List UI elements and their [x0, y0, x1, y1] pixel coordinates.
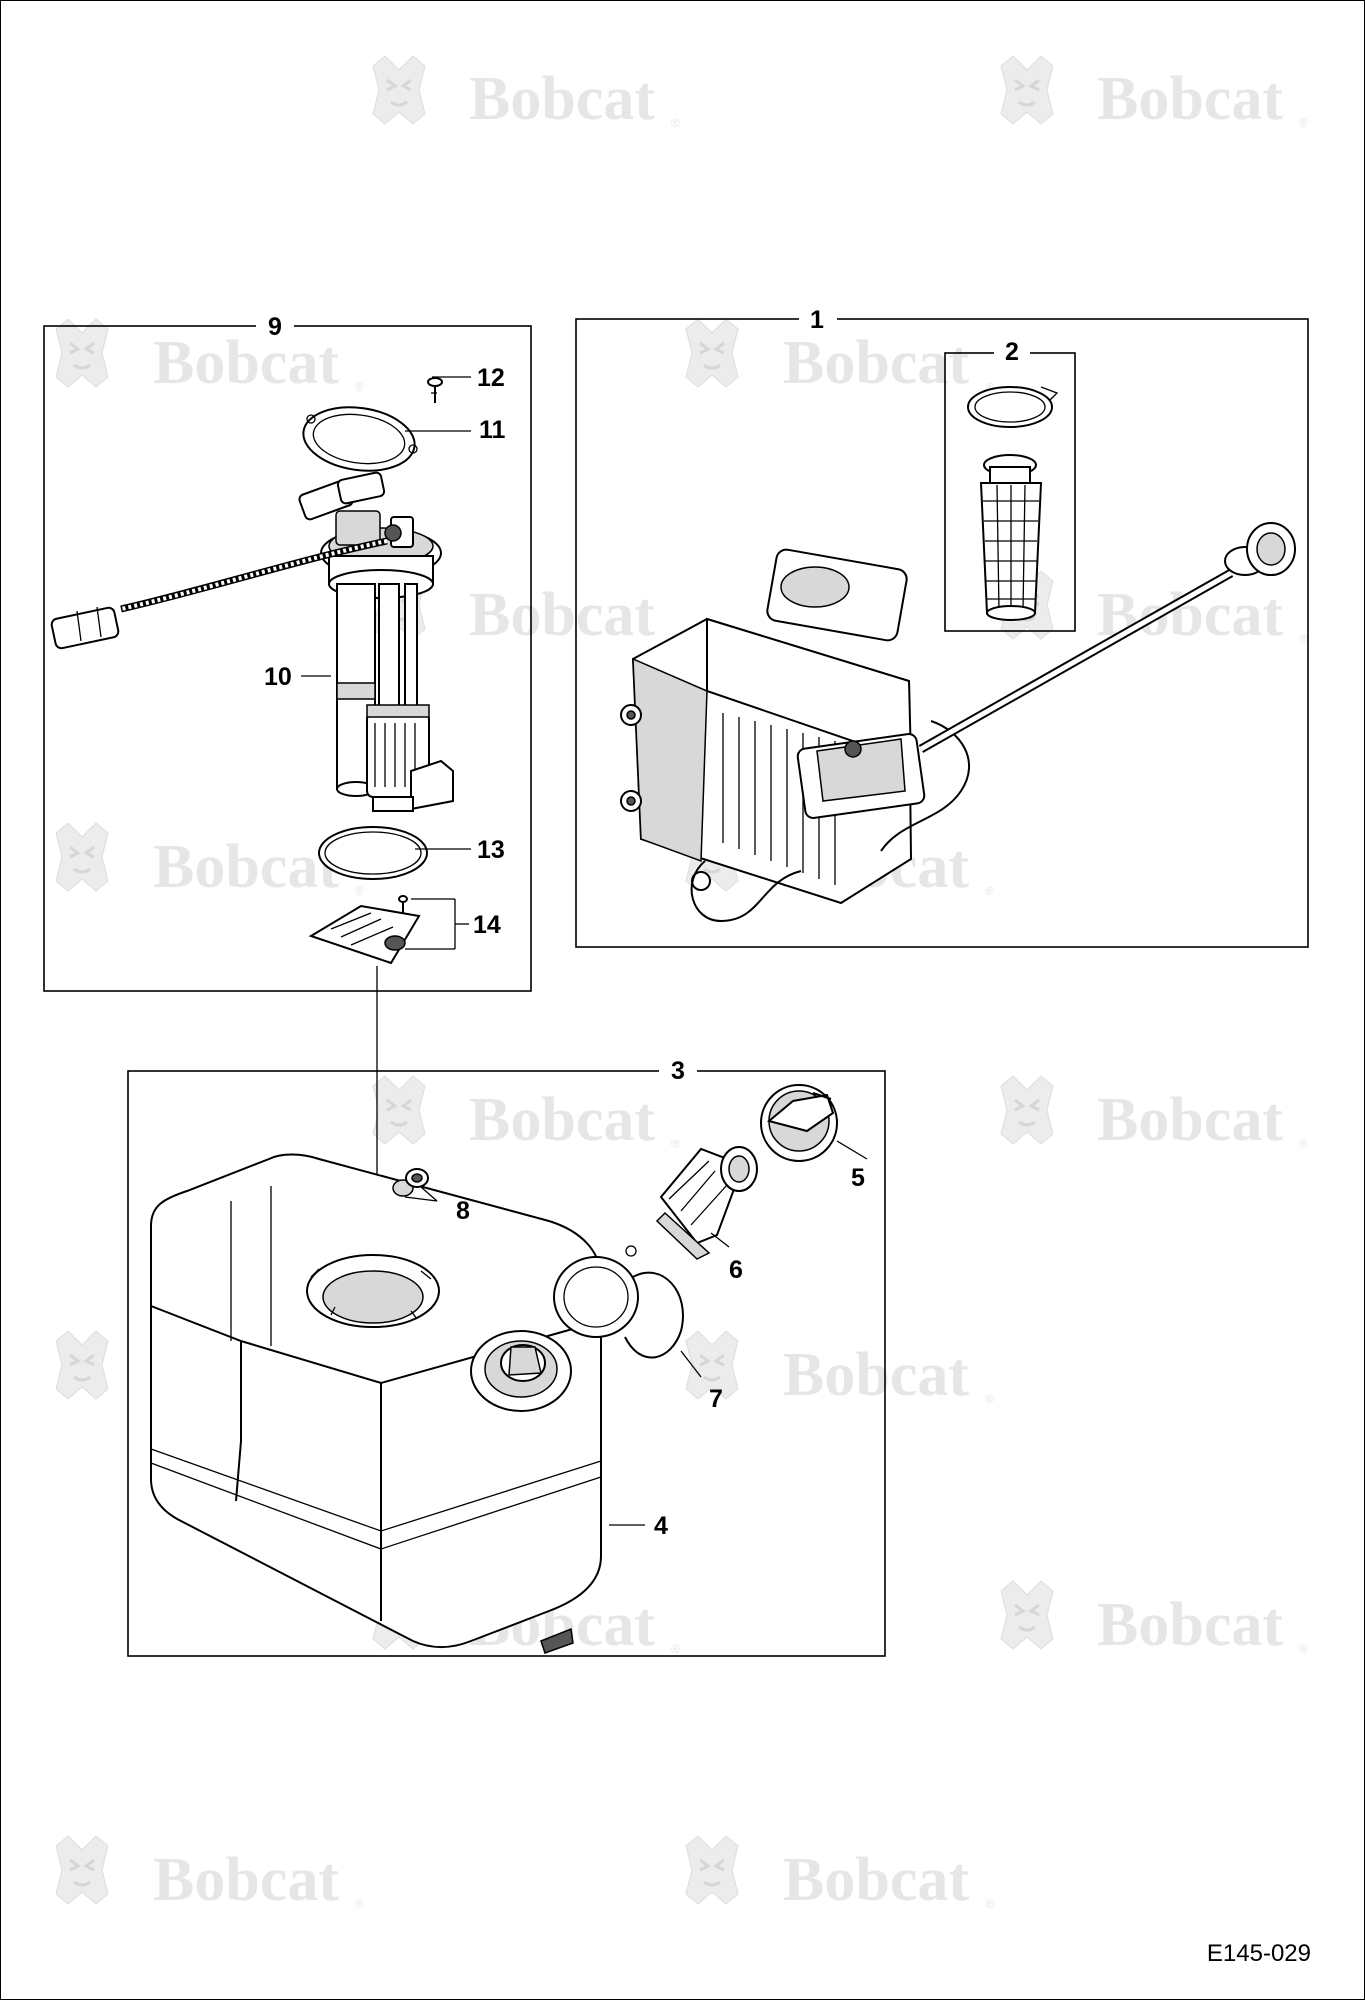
watermark-text: Bobcat: [783, 1341, 969, 1409]
watermark-mark: ®: [671, 1642, 680, 1656]
suction-fitting: [1224, 522, 1296, 576]
watermark-mark: ®: [985, 1897, 994, 1911]
tank-4: [150, 1153, 602, 1654]
plug-8: [392, 1168, 429, 1197]
callout-2: 2: [1005, 338, 1019, 366]
callout-10: 10: [264, 663, 292, 691]
watermark-logo-icon: [371, 54, 427, 126]
leader-lines: [301, 376, 868, 1526]
watermark-text: Bobcat: [783, 1846, 969, 1914]
watermark-mark: ®: [355, 884, 364, 898]
callout-14: 14: [473, 911, 501, 939]
watermark-mark: ®: [1299, 1137, 1308, 1151]
watermark-text: Bobcat: [469, 581, 655, 649]
label-gap: [659, 1058, 697, 1084]
callout-6: 6: [729, 1256, 743, 1284]
watermark-mark: ®: [1299, 116, 1308, 130]
watermark-layer: Bobcat ® Bobcat ® Bobcat ® Bobcat ® Bobc…: [54, 54, 1308, 1914]
callout-12: 12: [477, 364, 505, 392]
watermark-mark: ®: [671, 1137, 680, 1151]
callout-11: 11: [479, 416, 506, 444]
pump-assembly-9: [50, 377, 454, 965]
watermark-mark: ®: [1299, 1642, 1308, 1656]
callout-1: 1: [810, 306, 824, 334]
tank-assembly-3: [150, 1084, 838, 1654]
callout-7: 7: [709, 1385, 723, 1413]
watermark-mark: ®: [355, 380, 364, 394]
watermark-mark: ®: [1299, 632, 1308, 646]
watermark-logo-icon: [999, 1074, 1055, 1146]
filter-mesh: [983, 484, 1039, 612]
watermark-text: Bobcat: [1097, 65, 1283, 133]
watermark-logo-icon: [684, 1834, 740, 1906]
watermark-text: Bobcat: [153, 1846, 339, 1914]
callout-9: 9: [268, 313, 282, 341]
watermark-mark: ®: [671, 116, 680, 130]
watermark-logo-icon: [999, 1579, 1055, 1651]
harness-connector: [50, 606, 120, 650]
callout-8: 8: [456, 1197, 470, 1225]
callout-5: 5: [851, 1164, 865, 1192]
watermark-mark: ®: [985, 884, 994, 898]
watermark-logo-icon: [371, 1074, 427, 1146]
o-ring-13: [318, 826, 428, 880]
callout-4: 4: [654, 1512, 668, 1540]
watermark-logo-icon: [684, 317, 740, 389]
group-box-1: [575, 318, 1309, 948]
watermark-mark: ®: [985, 1392, 994, 1406]
watermark-logo-icon: [54, 821, 110, 893]
watermark-text: Bobcat: [469, 65, 655, 133]
label-gap: [799, 306, 837, 332]
watermark-logo-icon: [54, 1834, 110, 1906]
watermark-text: Bobcat: [469, 1086, 655, 1154]
neck-gasket-7: [553, 1245, 684, 1359]
callout-labels: 1 2 3 4 5 6 7 8 9 10 11 12 13 14: [264, 306, 1019, 1540]
watermark-text: Bobcat: [153, 329, 339, 397]
watermark-text: Bobcat: [783, 329, 969, 397]
label-gap: [994, 340, 1030, 366]
label-gap: [256, 313, 294, 339]
filter-element-2: [967, 386, 1059, 621]
group-box-3: [127, 1070, 886, 1657]
filler-strainer-6: [655, 1146, 758, 1260]
watermark-text: Bobcat: [153, 833, 339, 901]
watermark-logo-icon: [54, 1329, 110, 1401]
supply-module-1: [620, 522, 1296, 923]
callout-3: 3: [671, 1057, 685, 1085]
cap-5: [760, 1084, 838, 1162]
watermark-mark: ®: [985, 380, 994, 394]
gasket-ring-11: [302, 406, 418, 472]
callout-13: 13: [477, 836, 505, 864]
figure-reference-code: E145-029: [1207, 1940, 1311, 1967]
watermark-logo-icon: [999, 54, 1055, 126]
watermark-text: Bobcat: [1097, 1086, 1283, 1154]
watermark-text: Bobcat: [1097, 1591, 1283, 1659]
pump-module-10: [336, 583, 454, 812]
filter-sock-14: [308, 895, 421, 965]
watermark-mark: ®: [355, 1897, 364, 1911]
watermark-logo-icon: [54, 317, 110, 389]
wiring-harness: [50, 537, 388, 650]
pump-flange: [298, 471, 442, 599]
screw-12: [427, 377, 443, 403]
